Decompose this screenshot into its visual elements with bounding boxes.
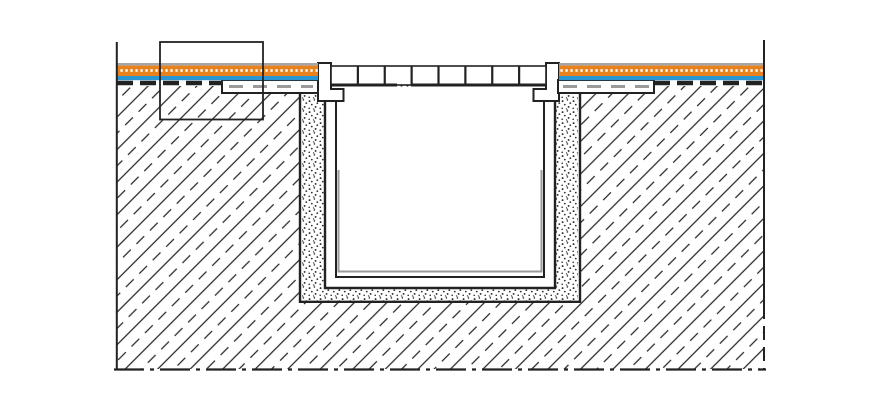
- grate-break-dot: [400, 84, 403, 87]
- screed-gray-layer: [559, 63, 764, 66]
- grate-dividers: [356, 66, 521, 85]
- channel-inner-outline: [335, 98, 545, 278]
- channel-outer-outline: [323, 98, 557, 290]
- membrane-blue-layer: [117, 76, 318, 81]
- grate: [330, 65, 547, 87]
- flange-right: [557, 79, 655, 94]
- channel-liner-line: [337, 170, 543, 273]
- grate-break-dot: [406, 84, 409, 87]
- floor-layers-right: [559, 63, 764, 86]
- orange-dotted-texture: [117, 69, 318, 72]
- channel-body-wall: [325, 98, 555, 288]
- membrane-blue-layer: [559, 76, 764, 81]
- callout-box: [159, 41, 264, 121]
- orange-dotted-texture: [559, 69, 764, 72]
- concrete-surround-stipple: [302, 95, 578, 301]
- screed-gray-layer: [117, 63, 318, 66]
- floor-layers-left: [117, 63, 318, 86]
- concrete-surround-outline: [298, 93, 582, 303]
- ground-hatch-area: [116, 86, 764, 369]
- flange-left: [221, 79, 319, 94]
